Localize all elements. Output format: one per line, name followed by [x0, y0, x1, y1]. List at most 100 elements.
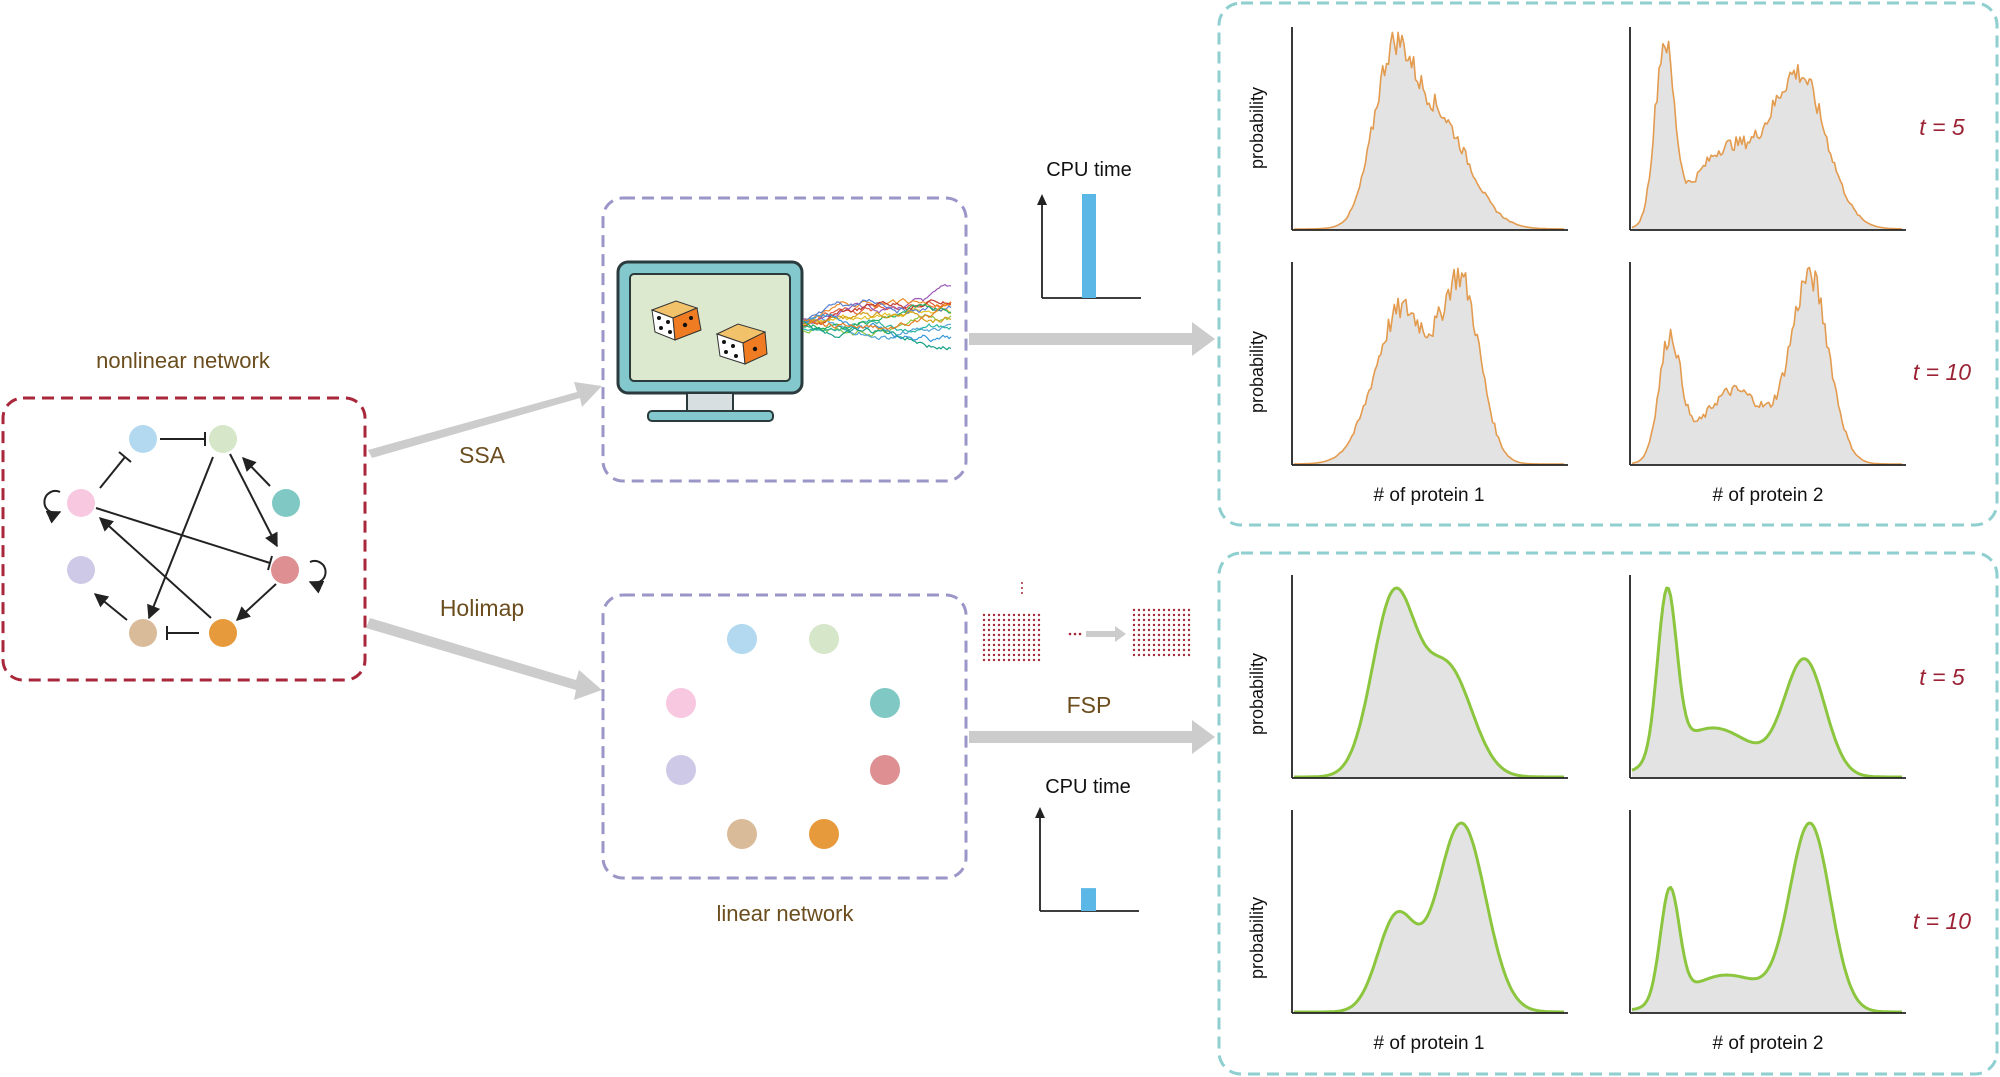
distribution-curve — [1294, 31, 1564, 230]
nonlinear-network-label: nonlinear network — [96, 348, 271, 373]
edge-teal-green — [242, 456, 271, 487]
distribution-fill — [1294, 32, 1564, 231]
distribution-curve — [1631, 586, 1902, 779]
fsp-grid-dots — [1021, 587, 1023, 589]
x-label-ssa-protein2: # of protein 2 — [1713, 485, 1824, 506]
time-label-holimap-t10: t = 10 — [1913, 908, 1971, 934]
edge-inhibit-pink-rose — [95, 507, 271, 564]
plot-ssa-protein1-t5 — [1291, 27, 1568, 231]
fsp-grid-dots — [1021, 582, 1023, 584]
plot-ssa-protein2-t5 — [1629, 27, 1906, 231]
ssa-label: SSA — [459, 442, 506, 468]
cpu-time-bar-holimap — [1081, 888, 1096, 911]
nonlinear-node-pink — [67, 489, 95, 517]
ssa-result-arrow — [969, 322, 1215, 356]
ssa-simulation-box — [601, 196, 968, 483]
self-loop-rose — [308, 560, 327, 594]
time-label-ssa-t5: t = 5 — [1919, 114, 1965, 140]
plot-holimap-protein2-t5 — [1629, 575, 1906, 779]
linear-network-label: linear network — [717, 901, 855, 926]
distribution-plots — [1291, 27, 1906, 1014]
ssa-trajectory-line — [802, 313, 952, 343]
nonlinear-node-rose — [271, 556, 299, 584]
plot-holimap-protein1-t10 — [1291, 810, 1568, 1014]
linear-node-lavender — [666, 755, 696, 785]
cpu-time-label-bottom: CPU time — [1045, 776, 1131, 798]
distribution-fill — [1632, 823, 1902, 1013]
self-loop-pink — [43, 490, 62, 524]
linear-node-light-blue — [727, 624, 757, 654]
distribution-fill — [1632, 41, 1902, 231]
distribution-curve — [1631, 821, 1902, 1014]
fsp-grid-left — [982, 613, 1041, 662]
linear-node-orange — [809, 819, 839, 849]
edge-rose-orange — [235, 583, 277, 621]
ssa-trajectory-line — [802, 320, 952, 351]
computer-monitor-icon — [616, 260, 804, 422]
linear-node-light-green — [809, 624, 839, 654]
y-label-holimap-t10: probability — [1247, 897, 1267, 979]
ssa-trajectory-line — [802, 319, 952, 333]
cpu-time-label-top: CPU time — [1046, 159, 1132, 181]
y-label-ssa-t5: probability — [1247, 87, 1267, 169]
x-label-holimap-protein2: # of protein 2 — [1713, 1033, 1824, 1054]
distribution-fill — [1294, 823, 1564, 1013]
fsp-grid-right — [1132, 608, 1191, 657]
dice-icon — [650, 300, 768, 365]
distribution-fill — [1294, 268, 1564, 465]
edge-orange-pink — [98, 517, 212, 619]
ssa-trajectory-line — [802, 283, 951, 324]
cpu-time-bar-ssa — [1082, 194, 1096, 298]
ssa-trajectory-line — [802, 302, 951, 330]
time-label-ssa-t10: t = 10 — [1913, 359, 1971, 385]
linear-node-teal — [870, 688, 900, 718]
ssa-trajectories — [802, 283, 952, 351]
nonlinear-node-light-green — [209, 425, 237, 453]
edge-green-rose — [229, 453, 278, 548]
plot-ssa-protein1-t10 — [1291, 262, 1568, 466]
edge-green-tan — [147, 456, 214, 620]
distribution-curve — [1294, 267, 1564, 465]
distribution-curve — [1294, 821, 1564, 1014]
nonlinear-network-nodes — [67, 425, 300, 647]
fsp-label: FSP — [1067, 692, 1112, 718]
linear-network-box — [601, 593, 968, 880]
plot-holimap-protein1-t5 — [1291, 575, 1568, 779]
edge-inhibit-pink-blue — [99, 456, 126, 489]
distribution-curve — [1294, 586, 1564, 779]
ssa-trajectory-line — [802, 299, 952, 328]
distribution-fill — [1294, 588, 1564, 778]
ssa-arrow — [368, 382, 602, 458]
plot-ssa-protein2-t10 — [1629, 262, 1906, 466]
holimap-arrow — [366, 618, 602, 700]
y-label-holimap-t5: probability — [1247, 653, 1267, 735]
nonlinear-node-light-blue — [129, 425, 157, 453]
ssa-results-box — [1217, 1, 1999, 527]
ssa-trajectory-line — [802, 300, 952, 324]
distribution-fill — [1632, 267, 1902, 465]
fsp-state-space-grids — [982, 582, 1191, 662]
distribution-curve — [1631, 266, 1902, 465]
nonlinear-node-orange — [209, 619, 237, 647]
ssa-trajectory-line — [802, 298, 952, 324]
linear-network-nodes — [666, 624, 900, 849]
y-label-ssa-t10: probability — [1247, 331, 1267, 413]
fsp-grid-arrow — [1068, 626, 1126, 642]
nonlinear-node-lavender — [67, 556, 95, 584]
linear-node-rose — [870, 755, 900, 785]
nonlinear-node-tan — [129, 619, 157, 647]
edge-tan-lavender — [93, 593, 128, 621]
fsp-result-arrow — [969, 720, 1215, 754]
fsp-grid-dots — [1021, 592, 1023, 594]
holimap-results-box — [1217, 551, 1999, 1076]
linear-node-tan — [727, 819, 757, 849]
plot-holimap-protein2-t10 — [1629, 810, 1906, 1014]
nonlinear-network-edges — [43, 432, 327, 640]
nonlinear-network-box — [1, 396, 367, 682]
ssa-trajectory-line — [802, 303, 952, 332]
nonlinear-node-teal — [272, 489, 300, 517]
linear-node-pink — [666, 688, 696, 718]
distribution-curve — [1631, 40, 1902, 230]
time-label-holimap-t5: t = 5 — [1919, 664, 1965, 690]
